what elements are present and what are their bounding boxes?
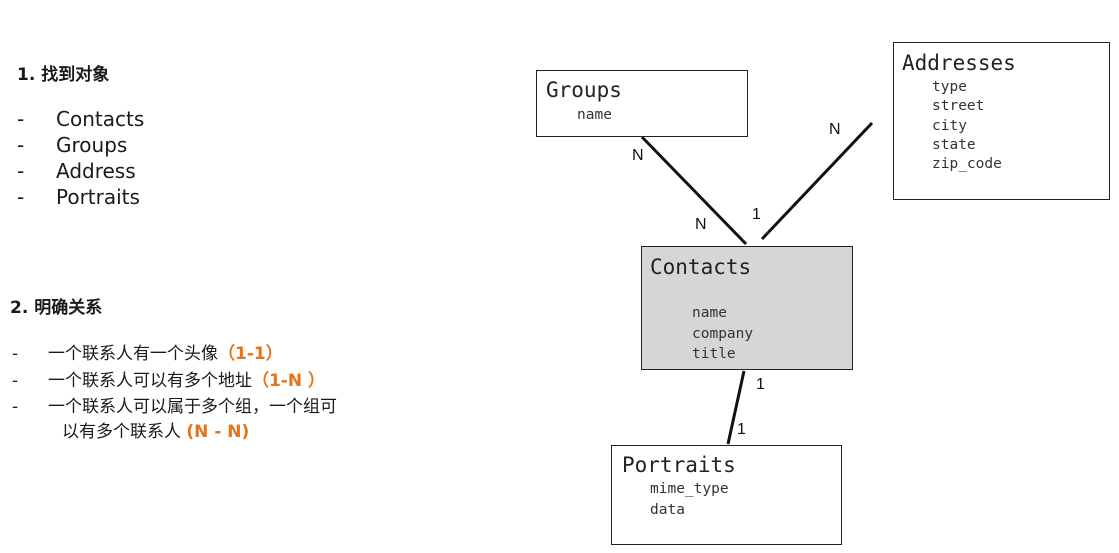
relation-text: 以有多个联系人 (62, 422, 187, 442)
cardinality-label: 1 (737, 421, 746, 438)
addresses-entity: Addresses type street city state zip_cod… (893, 42, 1110, 200)
relation-item: - 一个联系人有一个头像（1-1） (0, 343, 460, 365)
entity-attribute: city (932, 118, 967, 134)
groups-entity: Groups name (536, 70, 748, 137)
entity-attribute: type (932, 79, 967, 95)
entity-attribute: title (692, 346, 736, 362)
bullet-dash: - (12, 344, 19, 364)
relation-text: 一个联系人可以有多个地址 (48, 371, 252, 391)
addresses-contacts-line (760, 121, 874, 241)
entity-attribute: zip_code (932, 156, 1002, 172)
entity-title: Portraits (622, 453, 736, 477)
list-item: - Address (0, 158, 300, 184)
cardinality-label: N (695, 216, 707, 233)
list-item: - Portraits (0, 184, 300, 210)
entity-attribute: data (650, 502, 685, 518)
entity-attribute: name (692, 305, 727, 321)
bullet-dash: - (17, 107, 25, 131)
entity-attribute: company (692, 326, 754, 342)
relation-item: - 一个联系人可以有多个地址（1-N ） (0, 370, 460, 392)
contacts-entity: Contacts name company title (641, 246, 853, 370)
list-item: - Groups (0, 132, 300, 158)
cardinality-label: N (829, 121, 841, 138)
bullet-dash: - (17, 185, 25, 209)
entity-title: Contacts (650, 255, 752, 279)
list-item: - Contacts (0, 106, 300, 132)
entity-attribute: name (577, 107, 612, 123)
groups-contacts-line (640, 135, 748, 246)
object-contacts: Contacts (56, 107, 145, 131)
bullet-dash: - (17, 133, 25, 157)
relation-tag: （1-N ） (252, 371, 326, 391)
relation-item: - 一个联系人可以属于多个组，一个组可 (0, 396, 460, 418)
contacts-portraits-line (726, 370, 746, 445)
object-portraits: Portraits (56, 185, 140, 209)
cardinality-label: N (632, 147, 644, 164)
portraits-entity: Portraits mime_type data (611, 445, 842, 545)
entity-attribute: state (932, 137, 976, 153)
entity-attribute: mime_type (650, 481, 729, 497)
section2-heading: 2. 明确关系 (10, 298, 103, 318)
entity-title: Groups (546, 78, 622, 102)
relation-text: 一个联系人有一个头像 (48, 344, 218, 364)
bullet-dash: - (12, 371, 19, 391)
section1-heading: 1. 找到对象 (17, 65, 110, 85)
entity-title: Addresses (902, 51, 1016, 75)
cardinality-label: 1 (756, 376, 765, 393)
cardinality-label: 1 (752, 206, 761, 223)
object-address: Address (56, 159, 136, 183)
notes-panel: 1. 找到对象 - Contacts - Groups - Address - … (0, 0, 470, 553)
bullet-dash: - (17, 159, 25, 183)
entity-attribute: street (932, 98, 985, 114)
relation-tag: （1-1） (218, 344, 283, 364)
bullet-dash: - (12, 397, 19, 417)
relation-item-continued: 以有多个联系人 (N - N) (0, 421, 460, 443)
object-groups: Groups (56, 133, 128, 157)
relation-text: 一个联系人可以属于多个组，一个组可 (48, 397, 337, 417)
relation-tag: (N - N) (186, 422, 250, 442)
